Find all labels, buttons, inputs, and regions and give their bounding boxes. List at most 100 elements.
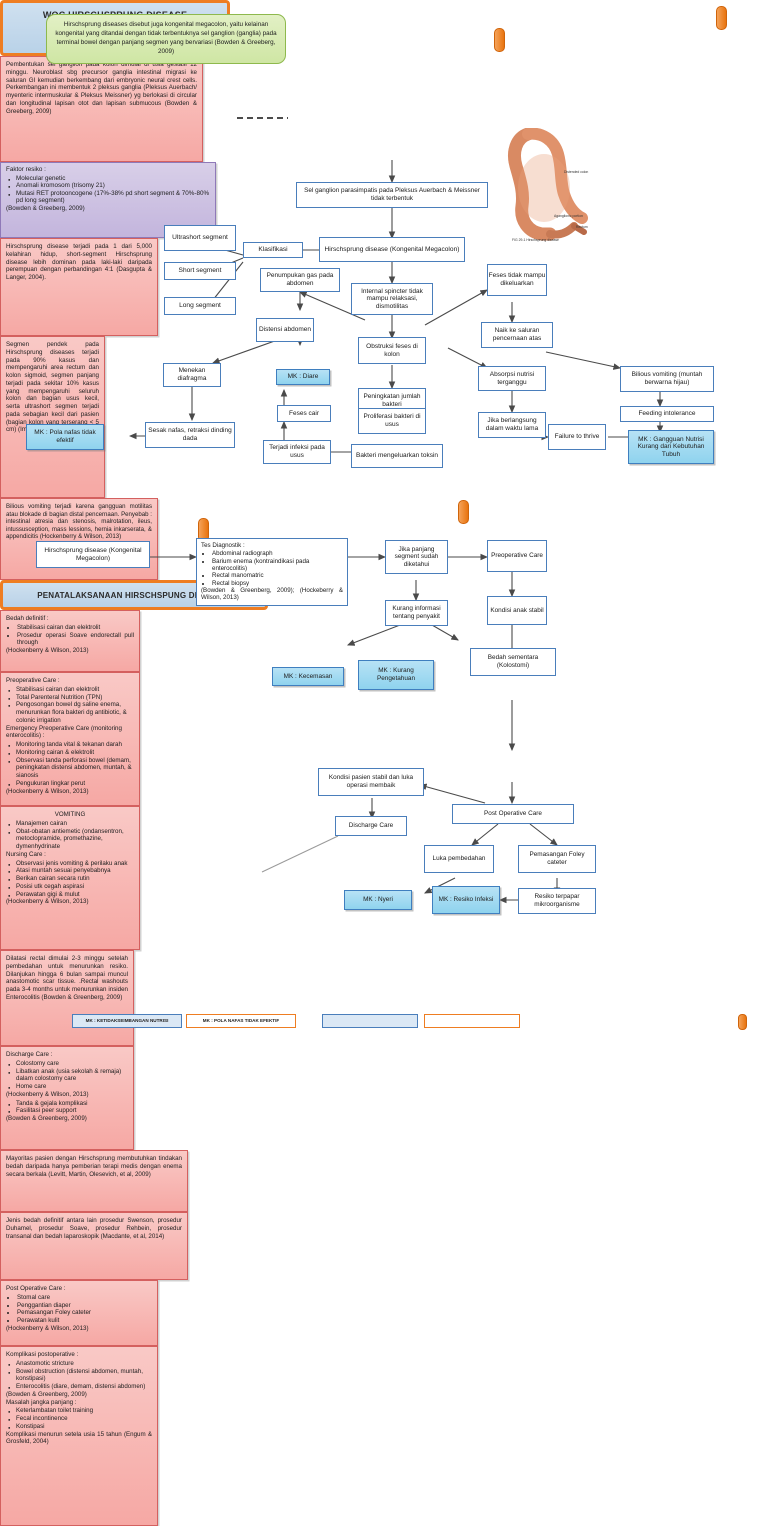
komplikasi-list-1: Anastomotic stricture Bowel obstruction … — [6, 1360, 152, 1392]
preoperative-title: Preoperative Care : — [6, 677, 60, 684]
epidemiology-text: Hirschsprung disease terjadi pada 1 dari… — [6, 243, 152, 281]
node-sesak-nafas: Sesak nafas, retraksi dinding dada — [145, 422, 235, 448]
segments-text: Segmen pendek pada Hirschsprung diseases… — [6, 341, 99, 434]
node-post-operative-care: Post Operative Care — [452, 804, 574, 824]
komplikasi-list-2: Keterlambatan toilet training Fecal inco… — [6, 1407, 152, 1432]
box-vomiting: VOMITING Manajemen cairan Obat-obatan an… — [0, 806, 140, 950]
tes-diagnostik-source: (Bowden & Greenberg, 2009); (Hockeberry … — [201, 586, 343, 602]
vomiting-list-2: Observasi jenis vomiting & perilaku anak… — [6, 860, 134, 900]
list-item: Konstipasi — [8, 1423, 152, 1432]
list-item: Rectal manomatric — [212, 572, 343, 579]
postop-title: Post Operative Care : — [6, 1285, 66, 1292]
legend-item-1: MK : POLA NAFAS TIDAK EFEKTIF — [186, 1014, 296, 1028]
node-proliferasi-bakteri: Proliferasi bakteri di usus — [358, 408, 426, 434]
node-absorpsi-nutrisi: Absorpsi nutrisi terganggu — [478, 366, 546, 391]
colon-label-distended: Distended colon — [564, 170, 589, 174]
node-mk-gangguan-nutrisi: MK : Gangguan Nutrisi Kurang dari Kebutu… — [628, 430, 714, 464]
komplikasi-source-2: Komplikasi menurun setela usia 15 tahun … — [6, 1430, 152, 1446]
list-item: Bowel obstruction (distensi abdomen, mun… — [8, 1368, 152, 1384]
box-post-operative-care: Post Operative Care : Stomal care Pengga… — [0, 1280, 158, 1346]
legend-item-0: MK : KETIDAKSEIMBANGAN NUTRISI — [72, 1014, 182, 1028]
box-jenis-bedah: Jenis bedah definitif antara lain prosed… — [0, 1212, 188, 1280]
node-failure-to-thrive: Failure to thrive — [548, 424, 606, 450]
list-item: Fasilitasi peer support — [8, 1107, 128, 1116]
list-item: Stomal care — [17, 1294, 152, 1302]
concept-map-canvas: Hirschsprung diseases disebut juga konge… — [0, 0, 768, 1024]
node-mk-pola-nafas: MK : Pola nafas tidak efektif — [26, 424, 104, 450]
node-preoperative-care: Preoperative Care — [487, 540, 547, 572]
legend-clip-icon — [738, 1014, 747, 1030]
list-item: Perawatan kulit — [17, 1317, 152, 1325]
list-item: Atasi muntah sesuai penyebabnya — [8, 867, 134, 876]
banner-clip-left — [494, 28, 505, 52]
node-ultrashort-segment: Ultrashort segment — [164, 225, 236, 251]
vomiting-list-1: Manajemen cairan Obat-obatan antiemetic … — [6, 820, 134, 851]
definition-text: Hirschsprung diseases disebut juga konge… — [55, 21, 277, 56]
node-menekan-diafragma: Menekan diafragma — [163, 363, 221, 387]
node-mk-kecemasan: MK : Kecemasan — [272, 667, 344, 686]
list-item: Stabilisasi cairan dan elektrolit — [17, 624, 134, 632]
list-item: Enterocolitis (diare, demam, distensi ab… — [8, 1383, 152, 1392]
list-item: Obat-obatan antiemetic (ondansentron, me… — [8, 828, 134, 851]
list-item: Anomali kromosom (trisomy 21) — [8, 182, 210, 190]
list-item: Observasi tanda perforasi bowel (demam, … — [8, 757, 134, 780]
bedah-definitif-list: Stabilisasi cairan dan elektrolit Prosed… — [6, 624, 134, 647]
definition-box: Hirschsprung diseases disebut juga konge… — [46, 14, 286, 64]
node-kurang-informasi: Kurang informasi tentang penyakit — [385, 600, 448, 626]
node-bilious-vomiting: Bilious vomiting (muntah berwarna hijau) — [620, 366, 714, 392]
preoperative-source: (Hockenberry & Wilson, 2013) — [6, 787, 89, 795]
komplikasi-title: Komplikasi postoperative : — [6, 1351, 79, 1358]
list-item: Pemasangan Foley cateter — [17, 1309, 152, 1317]
legend-item-2 — [322, 1014, 418, 1028]
list-item: Fecal incontinence — [8, 1415, 152, 1424]
banner-clip-right — [716, 6, 727, 30]
jenis-bedah-text: Jenis bedah definitif antara lain prosed… — [6, 1217, 182, 1240]
list-item: Observasi jenis vomiting & perilaku anak — [8, 860, 134, 869]
dilatasi-text: Dilatasi rectal dimulai 2-3 minggu setel… — [6, 955, 128, 1001]
node-berlangsung-lama: Jika berlangsung dalam waktu lama — [478, 412, 546, 438]
node-luka-pembedahan: Luka pembedahan — [424, 845, 494, 873]
node-naik-pencernaan: Naik ke saluran pencernaan atas — [481, 322, 553, 348]
bedah-definitif-title: Bedah definitif : — [6, 615, 49, 622]
node-sel-ganglion: Sel ganglion parasimpatis pada Pleksus A… — [296, 182, 488, 208]
node-klasifikasi: Klasifikasi — [243, 242, 303, 258]
discharge-list-2: Tanda & gejala komplikasi Fasilitasi pee… — [6, 1100, 128, 1116]
komplikasi-subtitle: Masalah jangka panjang : — [6, 1398, 77, 1406]
list-item: Berikan cairan secara rutin — [8, 875, 134, 884]
list-item: Colostomy care — [8, 1060, 128, 1069]
tes-diagnostik-title: Tes Diagnostik : — [201, 542, 245, 549]
list-item: Monitoring cairan & elektrolit — [8, 749, 134, 758]
list-item: Stabilisasi cairan dan elektrolit — [8, 686, 134, 695]
node-obstruksi-feses: Obstruksi feses di kolon — [358, 337, 426, 364]
list-item: Anastomotic stricture — [8, 1360, 152, 1369]
embryology-box: Pembentukan sel ganglion pada kolon dimu… — [0, 56, 203, 162]
list-item: Keterlambatan toilet training — [8, 1407, 152, 1416]
box-komplikasi: Komplikasi postoperative : Anastomotic s… — [0, 1346, 158, 1526]
list-item: Posisi utk cegah aspirasi — [8, 883, 134, 892]
treatment-banner-clip-right — [458, 500, 469, 524]
list-item: Libatkan anak (usia sekolah & remaja) da… — [8, 1068, 128, 1084]
colon-label-rectum: Rectum — [576, 225, 588, 229]
node-feses-cair: Feses cair — [277, 405, 331, 422]
node-mk-diare: MK : Diare — [276, 369, 330, 385]
node-feses-tidak-keluar: Feses tidak mampu dikeluarkan — [487, 264, 547, 296]
risk-factors-source: (Bowden & Greeberg, 2009) — [6, 204, 85, 212]
vomiting-title: VOMITING — [54, 811, 86, 818]
komplikasi-source-1: (Bowden & Greenberg, 2009) — [6, 1390, 87, 1398]
vomiting-subtitle: Nursing Care : — [6, 850, 46, 858]
list-item: Barium enema (kontraindikasi pada entero… — [212, 558, 343, 573]
preoperative-list-2: Monitoring tanda vital & tekanan darah M… — [6, 741, 134, 788]
node-hirschsprung-disease: Hirschsprung disease (Kongenital Megacol… — [319, 237, 465, 262]
node-mk-nyeri: MK : Nyeri — [344, 890, 412, 910]
node-internal-spincter: Internal spincter tidak mampu relaksasi,… — [351, 283, 433, 315]
preoperative-subtitle: Emergency Preoperative Care (monitoring … — [6, 724, 122, 740]
legend-strip: MK : KETIDAKSEIMBANGAN NUTRISI MK : POLA… — [0, 1012, 768, 1030]
postop-list: Stomal care Penggantian diaper Pemasanga… — [6, 1294, 152, 1325]
discharge-list-1: Colostomy care Libatkan anak (usia sekol… — [6, 1060, 128, 1092]
node-kondisi-pasien-stabil: Kondisi pasien stabil dan luka operasi m… — [318, 768, 424, 796]
node-resiko-terpapar: Resiko terpapar mikroorganisme — [518, 888, 596, 914]
list-item: Rectal biopsy — [212, 580, 343, 587]
vomiting-source: (Hockenberry & Wilson, 2013) — [6, 898, 89, 906]
list-item: Monitoring tanda vital & tekanan darah — [8, 741, 134, 750]
segments-info-box: Segmen pendek pada Hirschsprung diseases… — [0, 336, 105, 498]
